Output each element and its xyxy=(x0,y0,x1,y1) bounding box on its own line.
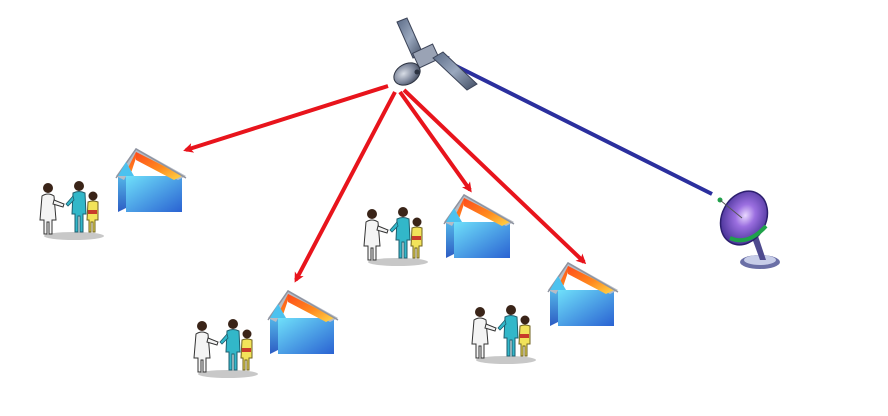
family-1-icon xyxy=(39,180,105,241)
satellite-dish-icon xyxy=(717,190,780,269)
house-4-icon xyxy=(547,261,619,327)
downlink-arrows xyxy=(183,84,587,283)
downlink-arrow-house-2 xyxy=(294,91,397,283)
family-3-icon xyxy=(363,206,429,267)
house-3-icon xyxy=(443,193,515,259)
downlink-arrow-house-1 xyxy=(183,84,389,153)
uplink-arrow xyxy=(436,56,713,196)
family-2-icon xyxy=(193,318,259,379)
house-2-icon xyxy=(267,289,339,355)
house-1-icon xyxy=(115,147,187,213)
family-4-icon xyxy=(471,304,537,365)
satellite-icon xyxy=(393,17,478,91)
downlink-arrow-house-3 xyxy=(398,90,472,193)
downlink-arrow-house-4 xyxy=(402,88,587,265)
